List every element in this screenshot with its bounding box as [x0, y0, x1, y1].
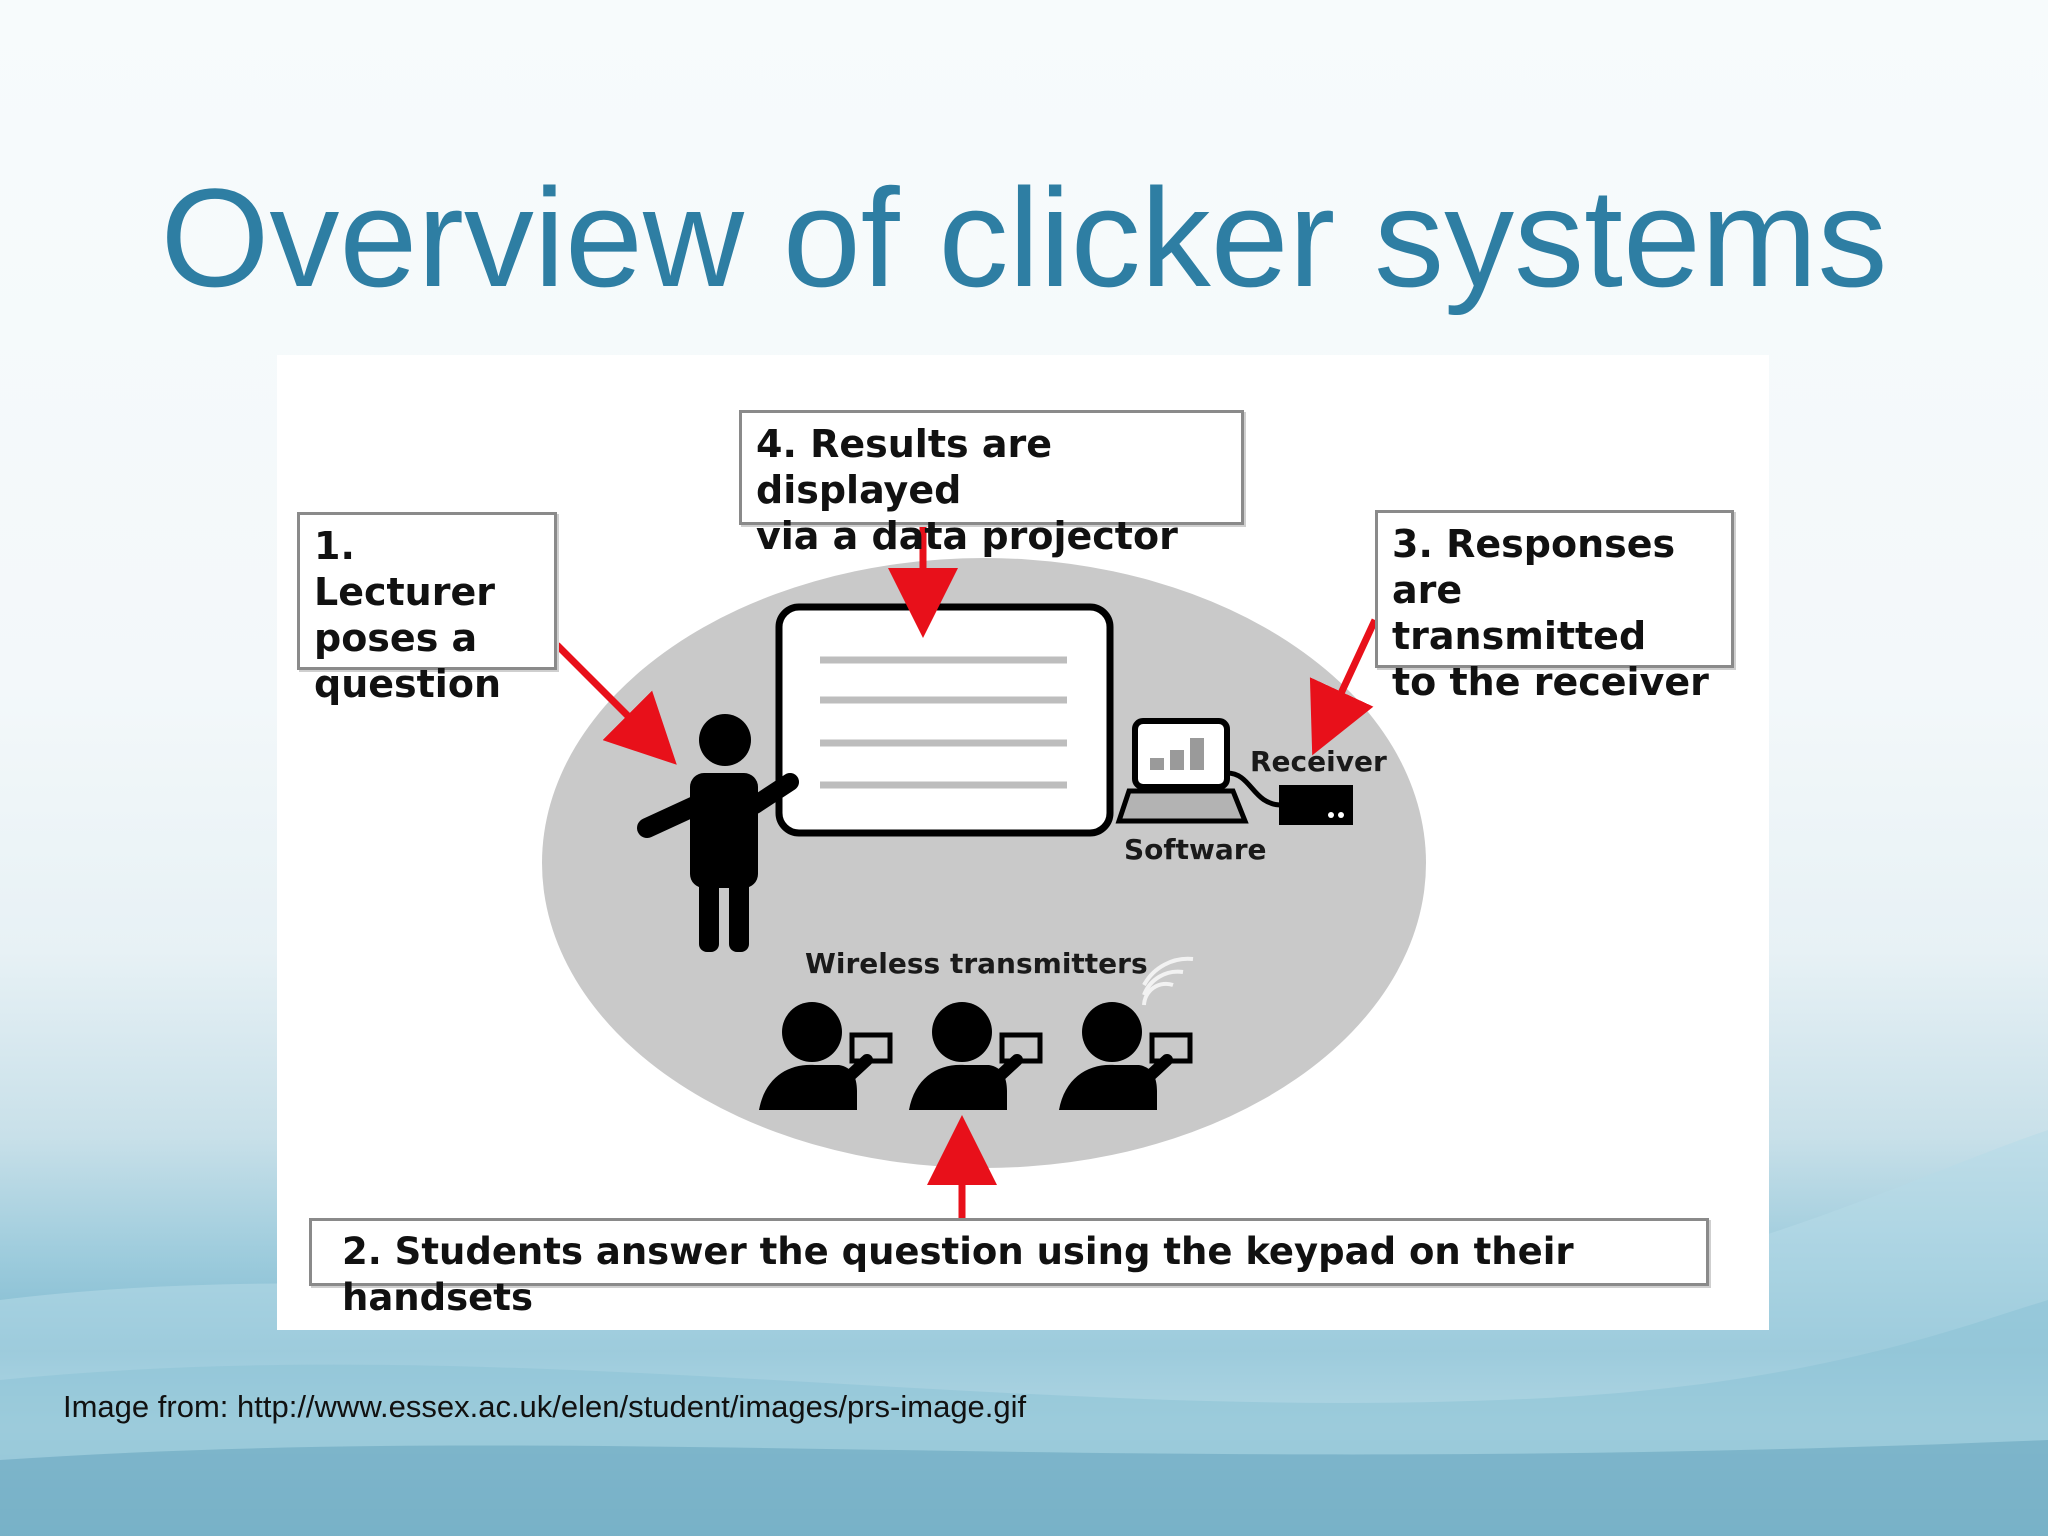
student-icon-2	[909, 1002, 1043, 1110]
callout-responses: 3. Responses are transmitted to the rece…	[1375, 510, 1734, 704]
callout-students: 2. Students answer the question using th…	[309, 1218, 1709, 1319]
classroom-ellipse	[542, 558, 1426, 1168]
clicker-diagram: 4. Results are displayed via a data proj…	[277, 355, 1769, 1330]
slide-title: Overview of clicker systems	[160, 159, 1888, 316]
diagram-graphics	[542, 523, 1426, 1220]
arrow-responses	[1309, 618, 1379, 756]
projector-screen	[775, 603, 1114, 837]
callout-lecturer: 1. Lecturer poses a question	[297, 512, 557, 706]
receiver-label: Receiver	[1250, 745, 1387, 778]
receiver-icon	[1279, 785, 1353, 825]
student-icon-1	[759, 1002, 893, 1110]
wireless-transmitters-label: Wireless transmitters	[805, 947, 1148, 980]
lecturer-icon	[637, 714, 799, 952]
wireless-signal-icon	[1142, 956, 1194, 1006]
callout-results: 4. Results are displayed via a data proj…	[739, 410, 1244, 558]
student-icon-3	[1059, 1002, 1193, 1110]
image-credit: Image from: http://www.essex.ac.uk/elen/…	[63, 1389, 1027, 1424]
receiver-cable	[1226, 770, 1283, 808]
software-label: Software	[1124, 833, 1267, 866]
arrow-lecturer	[554, 642, 677, 765]
laptop-icon	[1115, 718, 1249, 824]
